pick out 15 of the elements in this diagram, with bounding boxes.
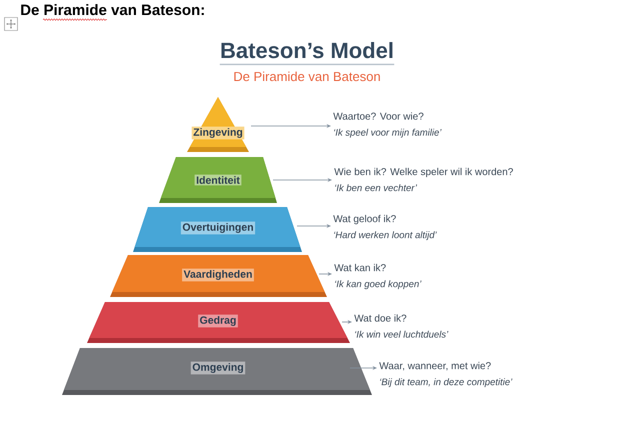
pyramid-layer: Identiteit — [159, 157, 277, 203]
pyramid-layer: Zingeving — [187, 97, 249, 152]
pyramid-layer: Overtuigingen — [133, 207, 302, 252]
annotation-text: Waar, wanneer, met wie? ‘Bij dit team, in deze competitie’ — [379, 362, 512, 388]
annotation-text: Wie ben ik? Welke speler wil ik worden? ‘Ik ben een vechter’ — [334, 168, 513, 192]
annotation-text: Wat doe ik? ‘Ik win veel luchtduels’ — [354, 314, 448, 338]
pyramid-layer: Omgeving — [62, 348, 372, 395]
annotation-text: Waartoe? Voor wie? ‘Ik speel voor mijn familie’ — [333, 112, 442, 138]
annotation-text: Wat kan ik? ‘Ik kan goed koppen’ — [334, 264, 422, 290]
subtitle: De Piramide van Bateson — [234, 72, 380, 82]
heading: De Piramide van Bateson: — [21, 4, 204, 16]
annotation-text: Wat geloof ik? ‘Hard werken loont altijd’ — [333, 214, 437, 240]
pyramid-layer: Vaardigheden — [110, 255, 327, 297]
title: Bateson’s Model — [221, 42, 392, 58]
pyramid-layer: Gedrag — [87, 302, 350, 343]
